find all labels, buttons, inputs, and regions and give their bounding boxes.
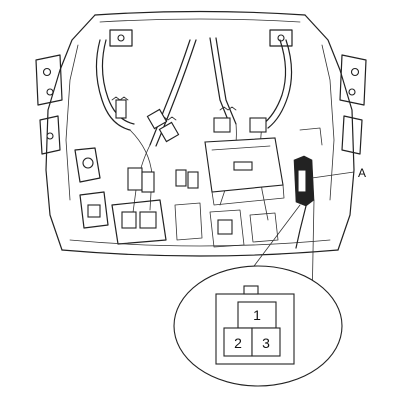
control-module <box>204 137 285 206</box>
harness-connectors <box>115 99 267 193</box>
lower-mechanism <box>61 147 339 257</box>
pin-label-1: 1 <box>253 307 261 323</box>
connector-a <box>293 127 323 249</box>
callout-label-a: A <box>358 166 366 180</box>
pin-label-2: 2 <box>234 335 242 351</box>
connector-detail: 1 2 3 <box>173 265 343 387</box>
connector-lock-tab <box>243 285 259 295</box>
callout-leader <box>311 171 355 179</box>
seat-frame <box>35 10 367 251</box>
pin-cavity-3 <box>251 327 281 357</box>
pin-label-3: 3 <box>262 335 270 351</box>
